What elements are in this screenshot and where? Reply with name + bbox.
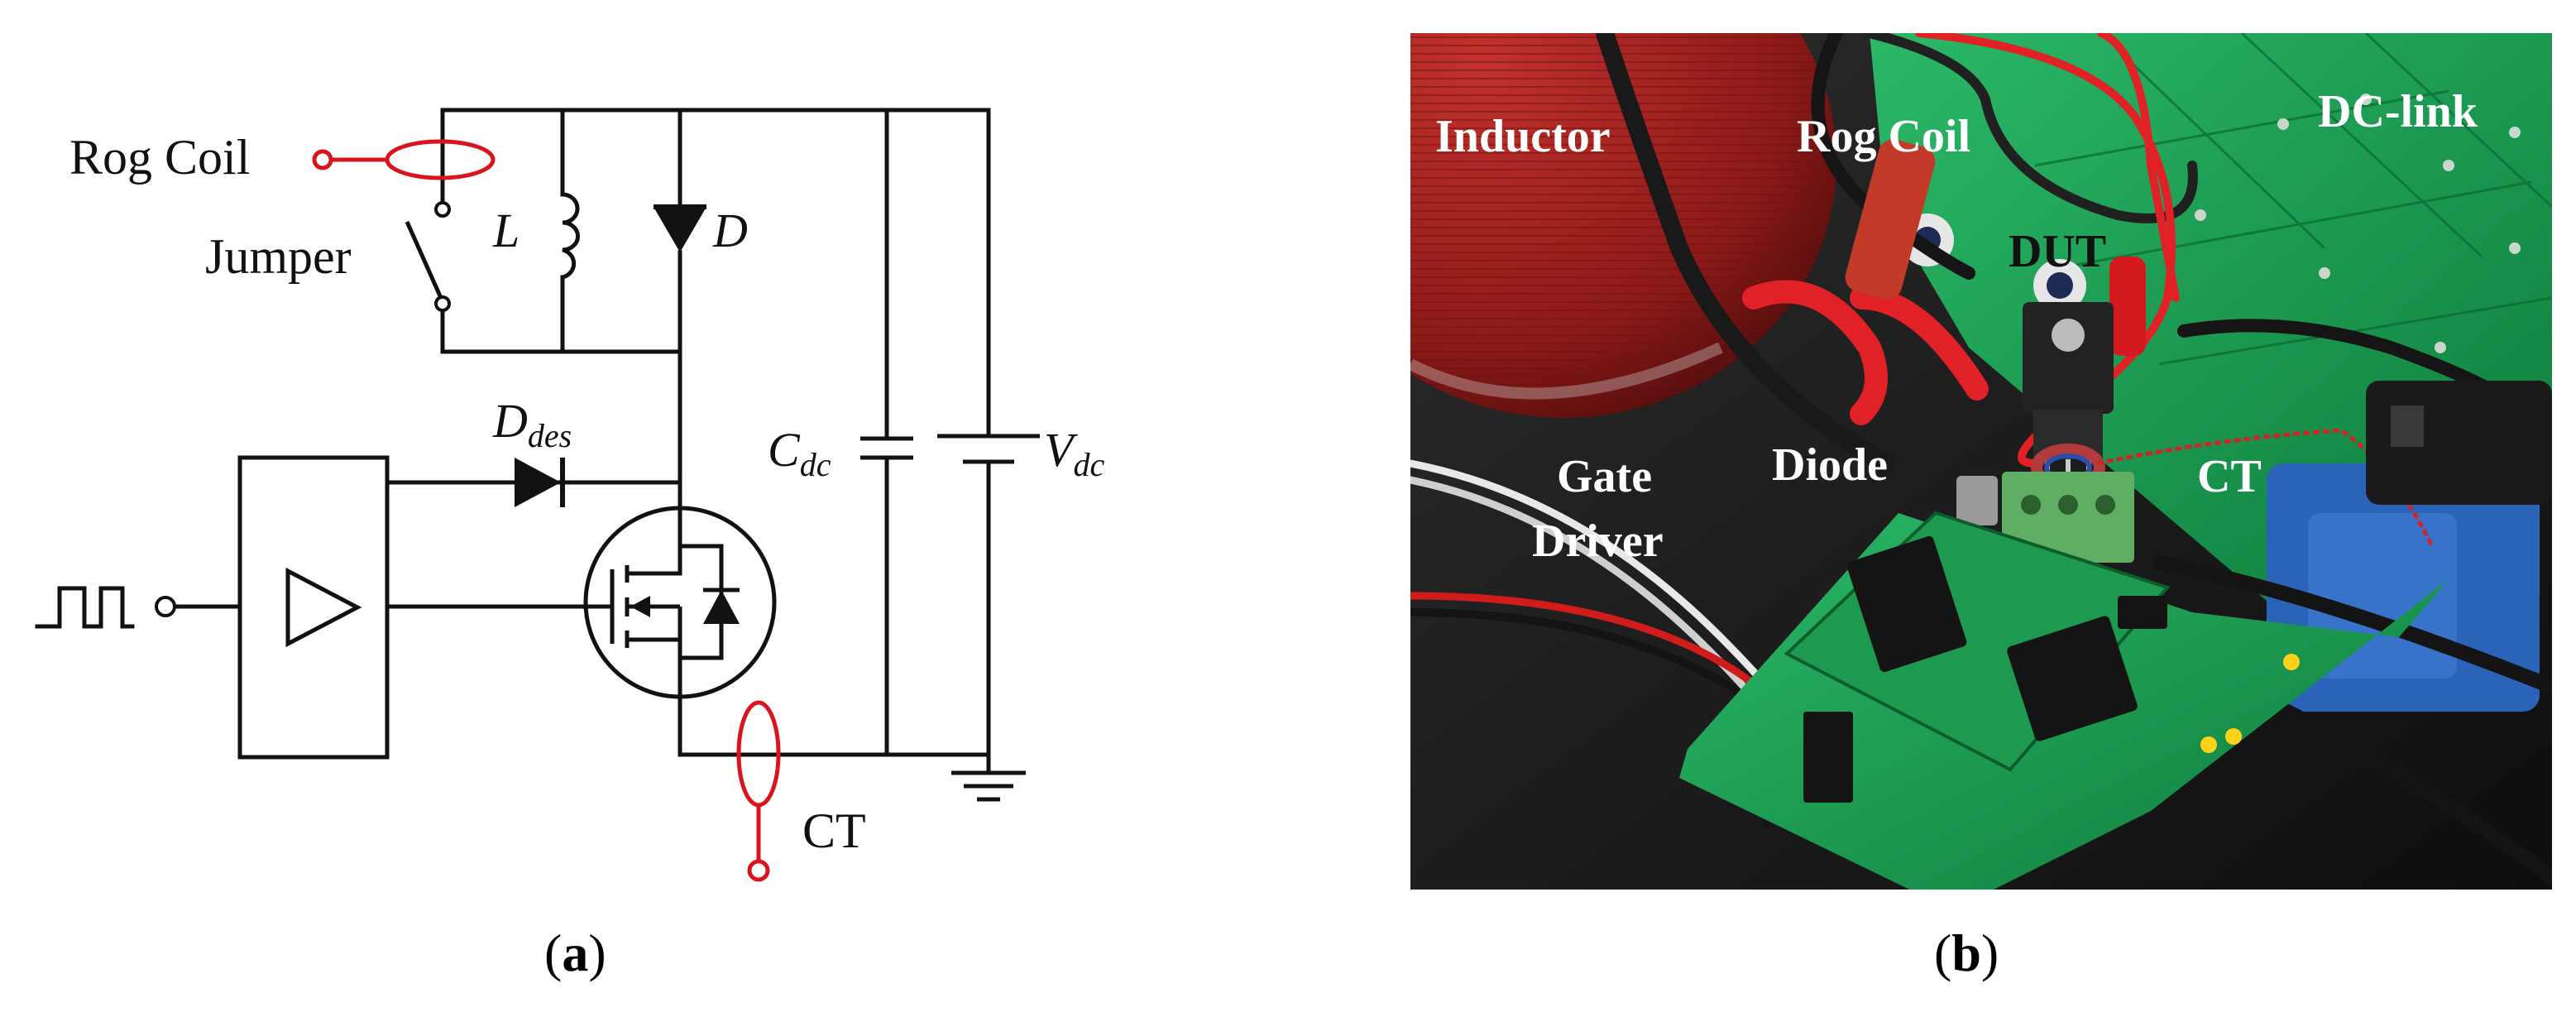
desat-diode-symbol (515, 458, 565, 507)
photo-label-gate: Gate (1557, 451, 1652, 502)
terminal-block (2002, 472, 2134, 563)
diode-label: D (712, 204, 748, 257)
caption-a-close: ) (588, 923, 606, 982)
photo-label-dut: DUT (2009, 226, 2106, 277)
panel-b-photo: Inductor Rog Coil DC-link DUT Gate Drive… (1290, 0, 2576, 1008)
schematic-wires (35, 108, 991, 775)
inductor-symbol (562, 192, 580, 280)
circuit-schematic: Rog Coil Jumper L D Ddes Cdc Vdc CT (35, 108, 1104, 882)
dc-source-symbol (937, 434, 1040, 464)
ground-symbol (951, 770, 1026, 802)
probe-clip-left (1742, 280, 1888, 425)
photo-label-inductor: Inductor (1435, 111, 1611, 162)
rog-coil-symbol (312, 139, 496, 180)
photo-label-driver: Driver (1532, 516, 1664, 567)
test-leds (2200, 654, 2300, 753)
inductor-label: L (492, 204, 520, 257)
mosfet-dut-symbol (583, 506, 777, 699)
dc-link-probe (2109, 257, 2146, 356)
photo-labels: Inductor Rog Coil DC-link DUT Gate Drive… (1435, 86, 2478, 567)
vsource-sub: dc (1073, 446, 1104, 483)
caption-b-open: ( (1934, 923, 1952, 982)
caption-a-letter: a (562, 923, 589, 982)
desat-diode-sub: des (528, 417, 572, 454)
photo-label-rog-coil: Rog Coil (1797, 111, 1970, 162)
photo-scene: Inductor Rog Coil DC-link DUT Gate Drive… (1410, 33, 2552, 890)
mosfet-arrow (630, 596, 650, 617)
desat-diode-main: D (492, 394, 528, 448)
photo-label-ct: CT (2197, 451, 2262, 502)
rog-coil-body (1845, 139, 1936, 300)
diode-package (1956, 476, 1998, 525)
jumper-label: Jumper (205, 229, 352, 284)
body-diode-symbol (703, 590, 740, 624)
gate-driver-buffer-symbol (285, 567, 362, 648)
dc-capacitor-symbol (860, 436, 913, 460)
vsource-main: V (1044, 423, 1079, 477)
freewheel-diode-symbol (654, 204, 706, 252)
jumper-switch-symbol (405, 201, 451, 312)
caption-b-letter: b (1951, 923, 1981, 982)
cap-main: C (768, 423, 801, 477)
dut-package (2023, 302, 2114, 414)
cap-label: Cdc (768, 423, 831, 483)
cap-sub: dc (800, 446, 831, 483)
current-transformer-symbol (736, 700, 781, 882)
probe-clip-right (1850, 286, 1989, 400)
caption-a-open: ( (544, 923, 563, 982)
rog-coil-label: Rog Coil (69, 130, 250, 185)
dc-link-grid (2034, 33, 2552, 366)
dc-link-screws (2195, 94, 2521, 353)
driver-components (1803, 535, 2167, 803)
caption-b-close: ) (1980, 923, 1999, 982)
panel-a-schematic: Rog Coil Jumper L D Ddes Cdc Vdc CT (a) (0, 0, 1290, 1008)
caption-b: (b) (1934, 923, 1999, 984)
caption-a: (a) (544, 923, 606, 984)
desat-diode-label: Ddes (492, 394, 572, 454)
vsource-label: Vdc (1044, 423, 1104, 483)
photo-label-dc-link: DC-link (2318, 86, 2478, 137)
hardware-photo: Inductor Rog Coil DC-link DUT Gate Drive… (1410, 33, 2552, 890)
ct-label: CT (802, 803, 866, 858)
pulse-input-terminal (155, 596, 176, 617)
photo-label-diode: Diode (1772, 439, 1888, 491)
